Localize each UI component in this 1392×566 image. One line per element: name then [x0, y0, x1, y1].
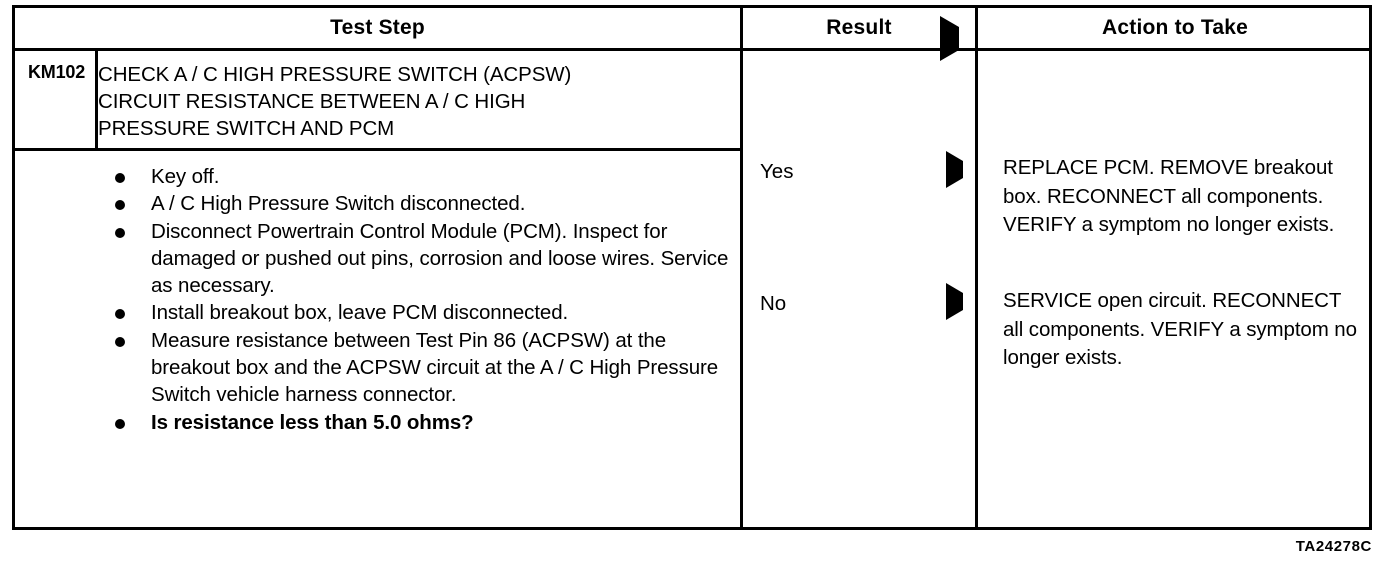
- test-step-title: CHECK A / C HIGH PRESSURE SWITCH (ACPSW)…: [98, 61, 734, 142]
- bullet-icon: [115, 173, 125, 183]
- list-item-label: Key off.: [151, 165, 220, 188]
- list-item-label: A / C High Pressure Switch disconnected.: [151, 192, 526, 216]
- list-item-label: Disconnect Powertrain Control Module (PC…: [151, 219, 729, 298]
- triangle-right-icon: [946, 151, 963, 188]
- result-yes: Yes: [743, 151, 975, 188]
- figure-code: TA24278C: [1295, 538, 1372, 555]
- result-no: No: [743, 283, 975, 320]
- action-column: REPLACE PCM. REMOVE breakout box. RECONN…: [978, 51, 1369, 530]
- column-header-result-label: Result: [826, 16, 892, 39]
- test-step-id-cell: KM102: [15, 51, 98, 148]
- list-item: Disconnect Powertrain Control Module (PC…: [15, 218, 740, 300]
- table-body: KM102 CHECK A / C HIGH PRESSURE SWITCH (…: [15, 51, 1369, 530]
- column-header-action-to-take: Action to Take: [975, 8, 1372, 48]
- bullet-icon: [115, 418, 125, 429]
- test-step-id: KM102: [27, 62, 86, 82]
- result-yes-label: Yes: [760, 160, 794, 183]
- test-step-column: KM102 CHECK A / C HIGH PRESSURE SWITCH (…: [15, 51, 740, 530]
- test-step-title-row: KM102 CHECK A / C HIGH PRESSURE SWITCH (…: [15, 51, 740, 151]
- action-for-yes: REPLACE PCM. REMOVE breakout box. RECONN…: [1003, 156, 1335, 236]
- list-item-label: Measure resistance between Test Pin 86 (…: [151, 328, 719, 407]
- list-item-label: Is resistance less than 5.0 ohms?: [151, 410, 474, 434]
- column-divider-result: [740, 51, 743, 530]
- test-step-instructions: Key off. A / C High Pressure Switch disc…: [15, 151, 740, 530]
- result-column: Yes No: [743, 51, 975, 530]
- list-item: Measure resistance between Test Pin 86 (…: [15, 327, 740, 409]
- bullet-icon: [115, 227, 125, 238]
- column-divider-action: [975, 51, 978, 530]
- diagnostic-test-table: Test Step Result Action to Take KM102: [12, 5, 1372, 530]
- list-item-question: Is resistance less than 5.0 ohms?: [15, 409, 740, 436]
- bullet-icon: [115, 200, 125, 211]
- table-header-row: Test Step Result Action to Take: [15, 8, 1372, 61]
- list-item-label: Install breakout box, leave PCM disconne…: [151, 301, 569, 325]
- triangle-right-icon: [946, 283, 963, 320]
- list-item: Install breakout box, leave PCM disconne…: [15, 299, 740, 326]
- test-step-title-line-2: CIRCUIT RESISTANCE BETWEEN A / C HIGH: [98, 90, 526, 113]
- action-for-no: SERVICE open circuit. RECONNECT all comp…: [1003, 289, 1357, 369]
- column-header-test-step: Test Step: [330, 16, 425, 39]
- column-header-result: Result: [740, 8, 975, 61]
- list-item: A / C High Pressure Switch disconnected.: [15, 190, 740, 217]
- list-item: Key off.: [15, 163, 740, 190]
- bullet-icon: [115, 336, 125, 347]
- test-step-title-line-3: PRESSURE SWITCH AND PCM: [98, 117, 395, 140]
- bullet-icon: [115, 309, 125, 320]
- result-no-label: No: [760, 292, 787, 315]
- test-step-title-line-1: CHECK A / C HIGH PRESSURE SWITCH (ACPSW): [98, 63, 572, 86]
- instruction-list: Key off. A / C High Pressure Switch disc…: [15, 163, 740, 436]
